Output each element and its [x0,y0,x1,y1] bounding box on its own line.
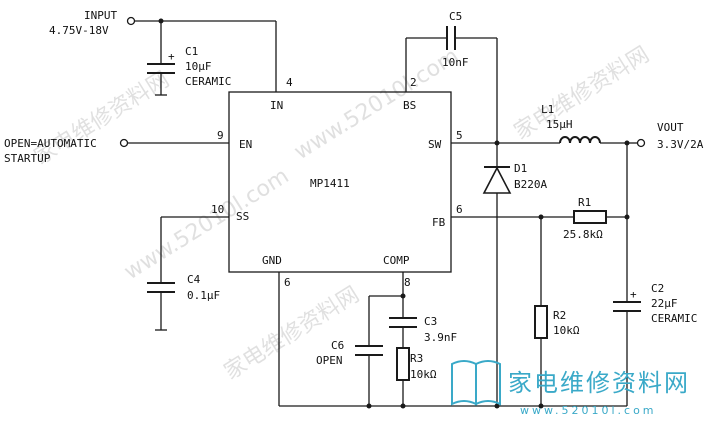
c1-value: 10μF [185,60,212,73]
r3-resistor [396,347,410,381]
pin-number-2: 2 [410,76,417,89]
pin-number-6: 6 [456,203,463,216]
en-terminal[interactable] [119,138,129,148]
c4-value: 0.1μF [187,289,220,302]
c1-name: C1 [185,45,198,58]
r2-name: R2 [553,309,566,322]
pin-number-gnd: 6 [284,276,291,289]
pin-label-comp: COMP [383,254,410,267]
watermark-site-2: 家电维修资料网 [510,42,654,145]
c3-value: 3.9nF [424,331,457,344]
watermark-site-3: 家电维修资料网 [220,282,364,385]
watermark-site: 家电维修资料网 [30,67,174,170]
pin-label-gnd: GND [262,254,282,267]
d1-value: B220A [514,178,547,191]
pin-label-sw: SW [428,138,442,151]
book-icon [451,360,501,406]
en-input-line2: STARTUP [4,152,51,165]
logo-url: www.52010l.com [520,404,657,417]
c2-name: C2 [651,282,664,295]
c6-value: OPEN [316,354,343,367]
input-range: 4.75V-18V [49,24,109,37]
r3-name: R3 [410,352,423,365]
l1-name: L1 [541,103,554,116]
d1-name: D1 [514,162,527,175]
c2-type: CERAMIC [651,312,697,325]
pin-label-in: IN [270,99,283,112]
r1-name: R1 [578,196,591,209]
r2-value: 10kΩ [553,324,580,337]
c2-value: 22μF [651,297,678,310]
r1-resistor [573,210,607,224]
l1-value: 15μH [546,118,573,131]
junction-gnd-c6 [366,403,372,409]
ic-body [228,91,452,273]
pin-number-8: 8 [404,276,411,289]
c5-name: C5 [449,10,462,23]
pin-label-en: EN [239,138,252,151]
pin-label-fb: FB [432,216,446,229]
pin-number-10: 10 [211,203,224,216]
c6-name: C6 [331,339,344,352]
junction-gnd-r3 [400,403,406,409]
d1-diode [482,166,512,194]
c1-type: CERAMIC [185,75,231,88]
l1-inductor [559,136,601,144]
vout-value: 3.3V/2A [657,138,704,151]
pin-number-9: 9 [217,129,224,142]
site-logo: 家电维修资料网 www.52010l.com [451,360,690,417]
junction-gnd-r2 [538,403,544,409]
pin-label-ss: SS [236,210,249,223]
en-input-line1: OPEN=AUTOMATIC [4,137,97,150]
input-label: INPUT [84,9,117,22]
pin-number-4: 4 [286,76,293,89]
junction-gnd-d1 [494,403,500,409]
c2-plus: + [630,288,637,301]
pin-label-bs: BS [403,99,416,112]
ic-name: MP1411 [310,177,350,190]
vout-terminal[interactable] [636,138,646,148]
r3-value: 10kΩ [410,368,437,381]
pin-number-5: 5 [456,129,463,142]
c3-name: C3 [424,315,437,328]
r2-resistor [534,305,548,339]
c4-name: C4 [187,273,201,286]
logo-text-cn: 家电维修资料网 [508,369,690,397]
r1-value: 25.8kΩ [563,228,603,241]
input-terminal[interactable] [126,16,136,26]
c5-value: 10nF [442,56,469,69]
vout-label: VOUT [657,121,684,134]
c1-plus: + [168,50,175,63]
